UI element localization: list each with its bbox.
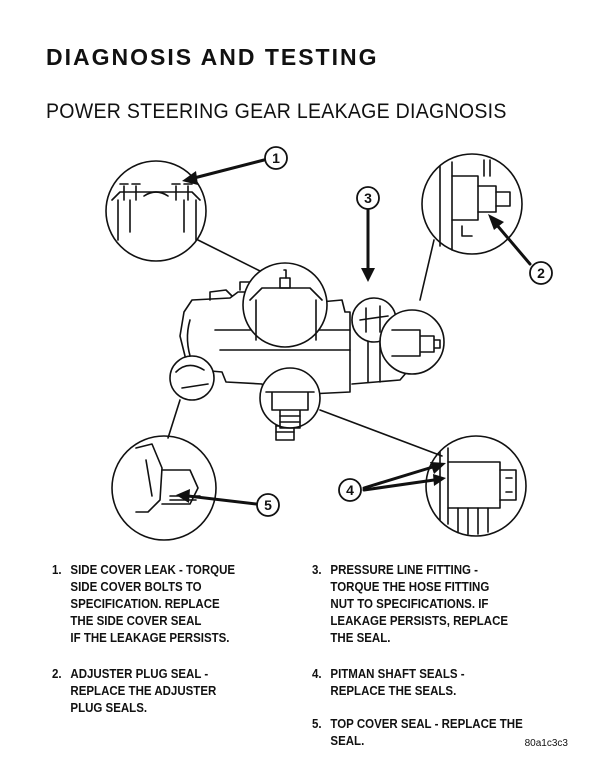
note-line: THE SEAL. — [330, 631, 391, 645]
note-line: SIDE COVER BOLTS TO — [70, 580, 202, 594]
note-line: PITMAN SHAFT SEALS - — [330, 667, 465, 681]
note-line: LEAKAGE PERSISTS, REPLACE — [330, 614, 509, 628]
callout-circle-3 — [356, 186, 380, 210]
arrowhead-5 — [176, 489, 190, 503]
leader-adjuster — [419, 239, 435, 301]
callout-label-3: 3 — [364, 190, 372, 206]
detail-pitman-seals — [425, 435, 527, 537]
arrowhead-3 — [361, 268, 375, 282]
arrowhead-4a — [430, 462, 446, 474]
detail-top-cover-seal — [111, 435, 217, 541]
detail-pitman-shaft — [259, 367, 321, 429]
note-line: NUT TO SPECIFICATIONS. IF — [330, 597, 489, 611]
note-line: ADJUSTER PLUG SEAL - — [70, 667, 209, 681]
note-number: 5. — [312, 717, 322, 731]
callout-circle-2 — [529, 261, 553, 285]
section-title: DIAGNOSIS AND TESTING — [46, 44, 379, 70]
callout-label-4: 4 — [346, 482, 354, 498]
steering-gear-diagram: 1 3 2 4 5 — [105, 146, 553, 541]
detail-side-cover — [105, 160, 207, 262]
note-line: SIDE COVER LEAK - TORQUE — [70, 563, 236, 577]
note-line: PLUG SEALS. — [70, 701, 148, 715]
callout-circle-4 — [338, 478, 362, 502]
note-line: IF THE LEAKAGE PERSISTS. — [70, 631, 230, 645]
callout-circle-5 — [256, 493, 280, 517]
note-number: 3. — [312, 563, 322, 577]
arrow-callout-4b — [362, 478, 436, 492]
detail-top-cover — [242, 262, 328, 348]
note-number: 4. — [312, 667, 322, 681]
note-number: 2. — [52, 667, 62, 681]
arrowhead-1 — [182, 171, 198, 185]
detail-pitman-small — [169, 355, 215, 401]
note-line: THE SIDE COVER SEAL — [70, 614, 202, 628]
arrow-callout-5 — [186, 494, 258, 506]
leader-lower-left — [167, 399, 181, 439]
arrowhead-4b — [433, 474, 446, 486]
note-line: REPLACE THE ADJUSTER — [70, 684, 217, 698]
callout-label-2: 2 — [537, 265, 545, 281]
detail-adjuster-plug — [421, 153, 523, 255]
leader-pitman — [319, 409, 443, 457]
callout-circle-1 — [264, 146, 288, 170]
page-subtitle: POWER STEERING GEAR LEAKAGE DIAGNOSIS — [46, 100, 507, 123]
arrow-callout-2 — [494, 222, 532, 266]
note-line: SEAL. — [330, 734, 365, 748]
arrow-callout-4a — [362, 464, 438, 490]
figure-code: 80a1c3c3 — [524, 738, 568, 749]
callout-label-1: 1 — [272, 150, 280, 166]
note-line: TOP COVER SEAL - REPLACE THE — [330, 717, 523, 731]
note-line: PRESSURE LINE FITTING - — [330, 563, 479, 577]
note-number: 1. — [52, 563, 62, 577]
detail-adjuster-plug-small — [379, 309, 445, 375]
arrowhead-2 — [488, 214, 504, 230]
note-line: TORQUE THE HOSE FITTING — [330, 580, 490, 594]
callout-label-5: 5 — [264, 497, 272, 513]
note-line: SPECIFICATION. REPLACE — [70, 597, 220, 611]
leader-top-cover — [197, 239, 263, 273]
arrow-callout-1 — [192, 158, 266, 180]
note-line: REPLACE THE SEALS. — [330, 684, 457, 698]
